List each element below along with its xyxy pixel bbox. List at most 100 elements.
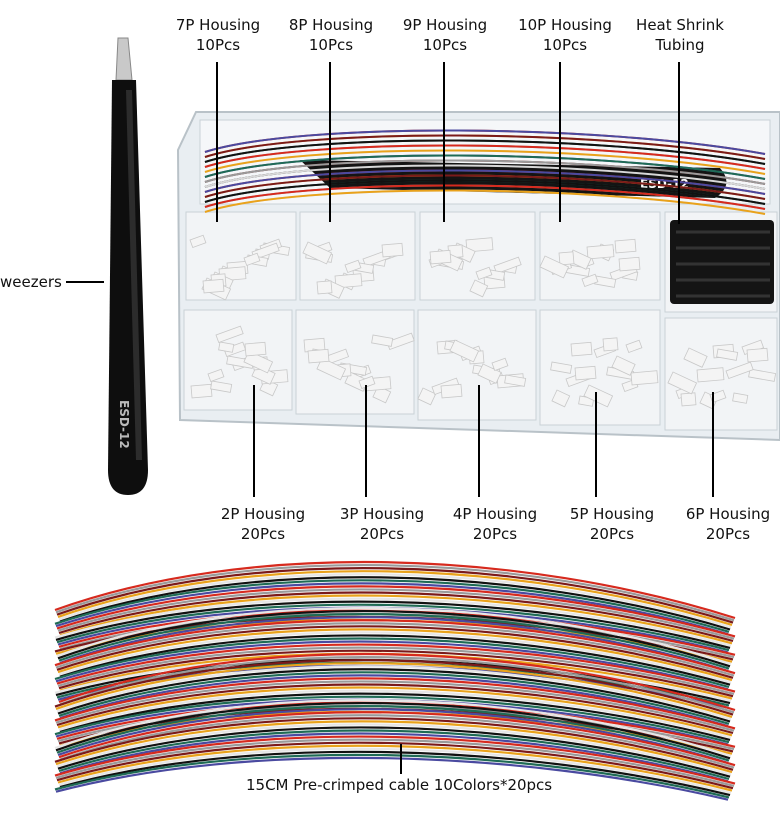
cable-wire: [56, 567, 734, 624]
cable-wire: [58, 649, 734, 698]
box-wire: [204, 169, 766, 195]
box-wires: [204, 129, 766, 215]
cable-wire: [56, 643, 736, 693]
housing-piece: [469, 279, 489, 298]
cable-wire: [54, 659, 734, 716]
cable-wire: [56, 603, 730, 652]
housing-piece: [614, 238, 637, 254]
housing-piece: [449, 339, 480, 363]
leader-4p: [478, 385, 480, 497]
cable-wire: [59, 634, 731, 686]
cable-wire: [54, 560, 736, 620]
housing-piece: [732, 392, 749, 404]
housing-piece: [618, 256, 641, 272]
cable-wire: [59, 674, 729, 728]
cable-wire: [54, 619, 736, 675]
cable-wire: [55, 582, 729, 636]
cable-wire: [58, 613, 730, 670]
housing-piece: [381, 242, 404, 258]
housing-piece: [429, 249, 452, 265]
box-wire: [204, 139, 766, 165]
housing-piece: [696, 367, 725, 383]
housing-piece: [581, 273, 599, 288]
label-tweezers: weezers: [0, 273, 62, 291]
cable-wire: [54, 637, 730, 689]
cable-wire: [58, 573, 732, 629]
housing-piece: [243, 350, 274, 374]
cable-wire: [54, 597, 732, 647]
housing-piece: [218, 341, 235, 353]
cable-wire: [57, 708, 729, 764]
housing-piece: [477, 363, 502, 384]
leader-heat-shrink: [678, 62, 680, 224]
housing-piece: [611, 355, 636, 376]
label-pre-crimped-cable: 15CM Pre-crimped cable 10Colors*20pcs: [246, 776, 553, 794]
leader-3p: [365, 385, 367, 497]
cable-wire: [54, 695, 730, 744]
cable-wire: [57, 726, 731, 778]
cable-wire: [54, 717, 734, 771]
housing-piece: [189, 234, 207, 249]
cable-wire: [58, 652, 736, 712]
housing-piece: [371, 334, 394, 347]
cable-wire: [59, 714, 735, 769]
cable-wire: [59, 594, 733, 645]
housing-piece: [570, 341, 593, 357]
housing-piece: [716, 348, 739, 361]
housing-piece: [748, 368, 777, 382]
leader-9p: [443, 62, 445, 222]
box-tweezers: [300, 160, 727, 198]
tweezers-brand-print: ESD-12: [117, 400, 131, 449]
cable-wire: [58, 671, 730, 725]
heat-shrink-tubing: [670, 220, 774, 304]
housing-piece: [746, 347, 769, 363]
cable-wire: [57, 570, 733, 626]
box-wire: [204, 129, 766, 155]
box-wire: [204, 149, 766, 175]
box-wire: [204, 189, 766, 215]
housing-piece: [207, 368, 225, 383]
housing-piece: [667, 371, 698, 395]
housing-piece: [244, 341, 267, 357]
housing-piece: [680, 392, 697, 407]
box-wire: [204, 184, 766, 210]
cable-wire: [58, 591, 734, 643]
box-wire: [204, 134, 766, 160]
cable-wire: [56, 723, 732, 776]
cable-wire: [55, 640, 729, 691]
housing-piece: [574, 365, 597, 381]
housing-piece: [302, 241, 333, 265]
housing-piece: [475, 266, 493, 281]
cable-wire: [57, 628, 733, 682]
cable-wire: [59, 750, 731, 797]
cable-bundle: [54, 560, 736, 801]
tweezers: ESD-12: [108, 37, 148, 495]
cable-wire: [58, 711, 736, 767]
housing-piece: [465, 237, 494, 253]
cable-wire: [57, 744, 733, 792]
housing-piece: [550, 361, 573, 374]
cable-wire: [55, 600, 731, 649]
housing-piece: [358, 375, 376, 390]
housing-piece: [215, 325, 244, 344]
leader-tweezers: [66, 281, 104, 283]
cable-wire: [55, 622, 735, 677]
cable-wire: [59, 576, 731, 631]
cable-wire: [54, 579, 730, 633]
cable-wire: [56, 585, 736, 638]
cable-wire: [54, 698, 732, 758]
leader-5p: [595, 392, 597, 497]
box-wire: [204, 174, 766, 200]
housing-piece: [493, 256, 522, 275]
cable-wire: [55, 662, 733, 718]
housing-piece: [504, 374, 527, 387]
cable-wire: [56, 625, 734, 679]
cable-wire: [54, 735, 736, 785]
cable-wire: [55, 680, 735, 732]
housing-piece: [307, 348, 330, 364]
